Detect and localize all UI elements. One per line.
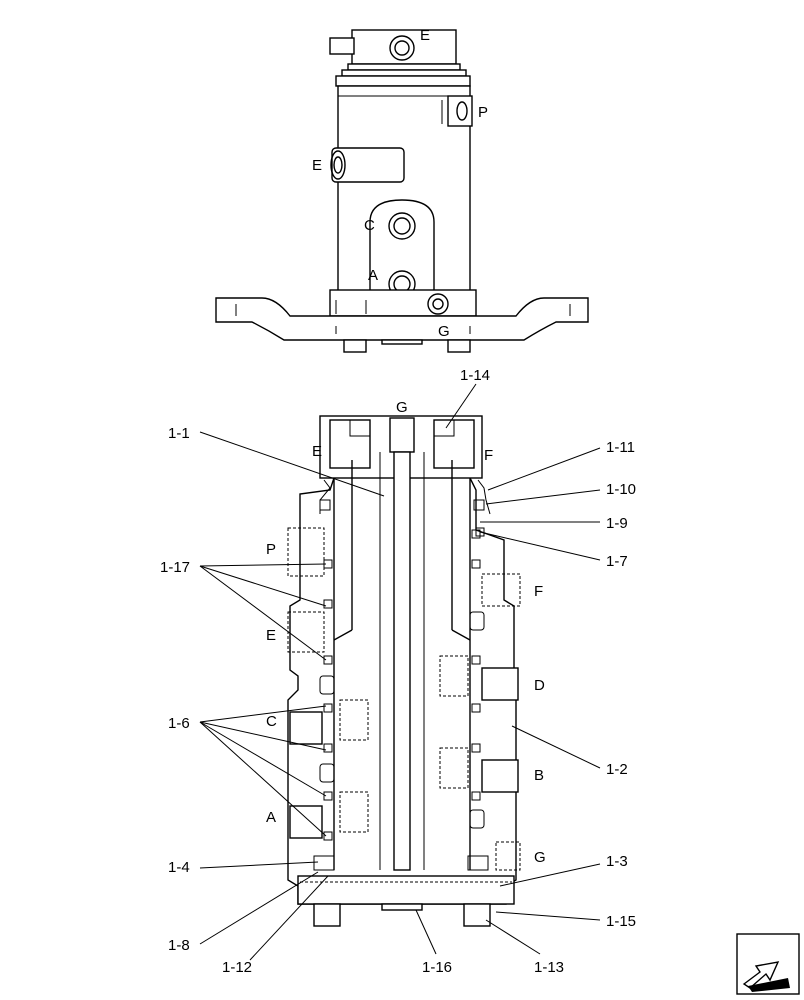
port-d-fitting-section xyxy=(481,667,519,701)
top-exterior-view: E P E C A G xyxy=(215,27,589,353)
label-section-e: E xyxy=(312,443,322,460)
port-p-fitting-section xyxy=(287,527,325,577)
port-a-fitting-section xyxy=(289,805,323,839)
label-top-c: C xyxy=(364,217,375,234)
port-f-fitting-section xyxy=(481,573,521,607)
label-section-b: B xyxy=(534,767,544,784)
label-section-g: G xyxy=(396,399,408,416)
bottom-plug xyxy=(381,903,423,911)
label-top-e: E xyxy=(420,27,430,44)
callout-1-15: 1-15 xyxy=(606,913,636,930)
port-p-fitting xyxy=(447,95,473,127)
top-port-block xyxy=(351,29,457,65)
label-top-g: G xyxy=(438,323,450,340)
callout-1-8: 1-8 xyxy=(168,937,190,954)
seal-grooves-right xyxy=(469,529,485,829)
bottom-bolt-left xyxy=(343,339,367,353)
mounting-flange xyxy=(215,297,589,341)
callout-1-4: 1-4 xyxy=(168,859,190,876)
label-section-e-lower: E xyxy=(266,627,276,644)
port-plate xyxy=(369,199,435,295)
center-port-g xyxy=(389,417,415,453)
callout-1-9: 1-9 xyxy=(606,515,628,532)
port-e-side-boss xyxy=(331,147,405,183)
bottom-bolt-right-section xyxy=(463,903,491,927)
callout-1-16: 1-16 xyxy=(422,959,452,976)
bottom-cover xyxy=(297,875,515,905)
callout-1-11: 1-11 xyxy=(606,439,635,456)
callout-1-2: 1-2 xyxy=(606,761,628,778)
label-section-a: A xyxy=(266,809,276,826)
callout-1-1: 1-1 xyxy=(168,425,190,442)
label-section-f-right: F xyxy=(534,583,543,600)
label-section-c: C xyxy=(266,713,277,730)
callout-1-7: 1-7 xyxy=(606,553,628,570)
label-top-a: A xyxy=(368,267,378,284)
callout-1-17: 1-17 xyxy=(160,559,190,576)
label-section-d: D xyxy=(534,677,545,694)
arrow-icon[interactable] xyxy=(736,933,800,995)
base-boss xyxy=(329,289,477,317)
callout-1-12: 1-12 xyxy=(222,959,252,976)
port-b-fitting-section xyxy=(481,759,519,793)
port-e-fitting-section xyxy=(287,611,325,653)
center-tube xyxy=(393,451,411,871)
callout-1-13: 1-13 xyxy=(534,959,564,976)
callout-1-3: 1-3 xyxy=(606,853,628,870)
label-section-g-lower: G xyxy=(534,849,546,866)
label-section-f: F xyxy=(484,447,493,464)
callout-1-10: 1-10 xyxy=(606,481,636,498)
callout-1-14: 1-14 xyxy=(460,367,490,384)
label-top-e-side: E xyxy=(312,157,322,174)
port-c-fitting-section xyxy=(289,711,323,745)
seal-grooves-left xyxy=(319,559,335,841)
label-top-p: P xyxy=(478,104,488,121)
callout-1-6: 1-6 xyxy=(168,715,190,732)
callouts: 1-1 1-14 1-11 1-10 1-9 1-7 1-17 1-6 1-2 … xyxy=(160,367,636,976)
port-g-fitting-section xyxy=(495,841,521,871)
section-view: G E F P E F D C B A G xyxy=(266,399,546,927)
seal-ring xyxy=(347,63,461,71)
port-e-top-fitting xyxy=(389,35,415,61)
label-section-p: P xyxy=(266,541,276,558)
port-g-fitting xyxy=(427,293,449,315)
port-c-fitting xyxy=(388,212,416,240)
top-pin xyxy=(329,37,355,55)
bottom-bolt-left-section xyxy=(313,903,341,927)
bottom-bolt-right xyxy=(447,339,471,353)
